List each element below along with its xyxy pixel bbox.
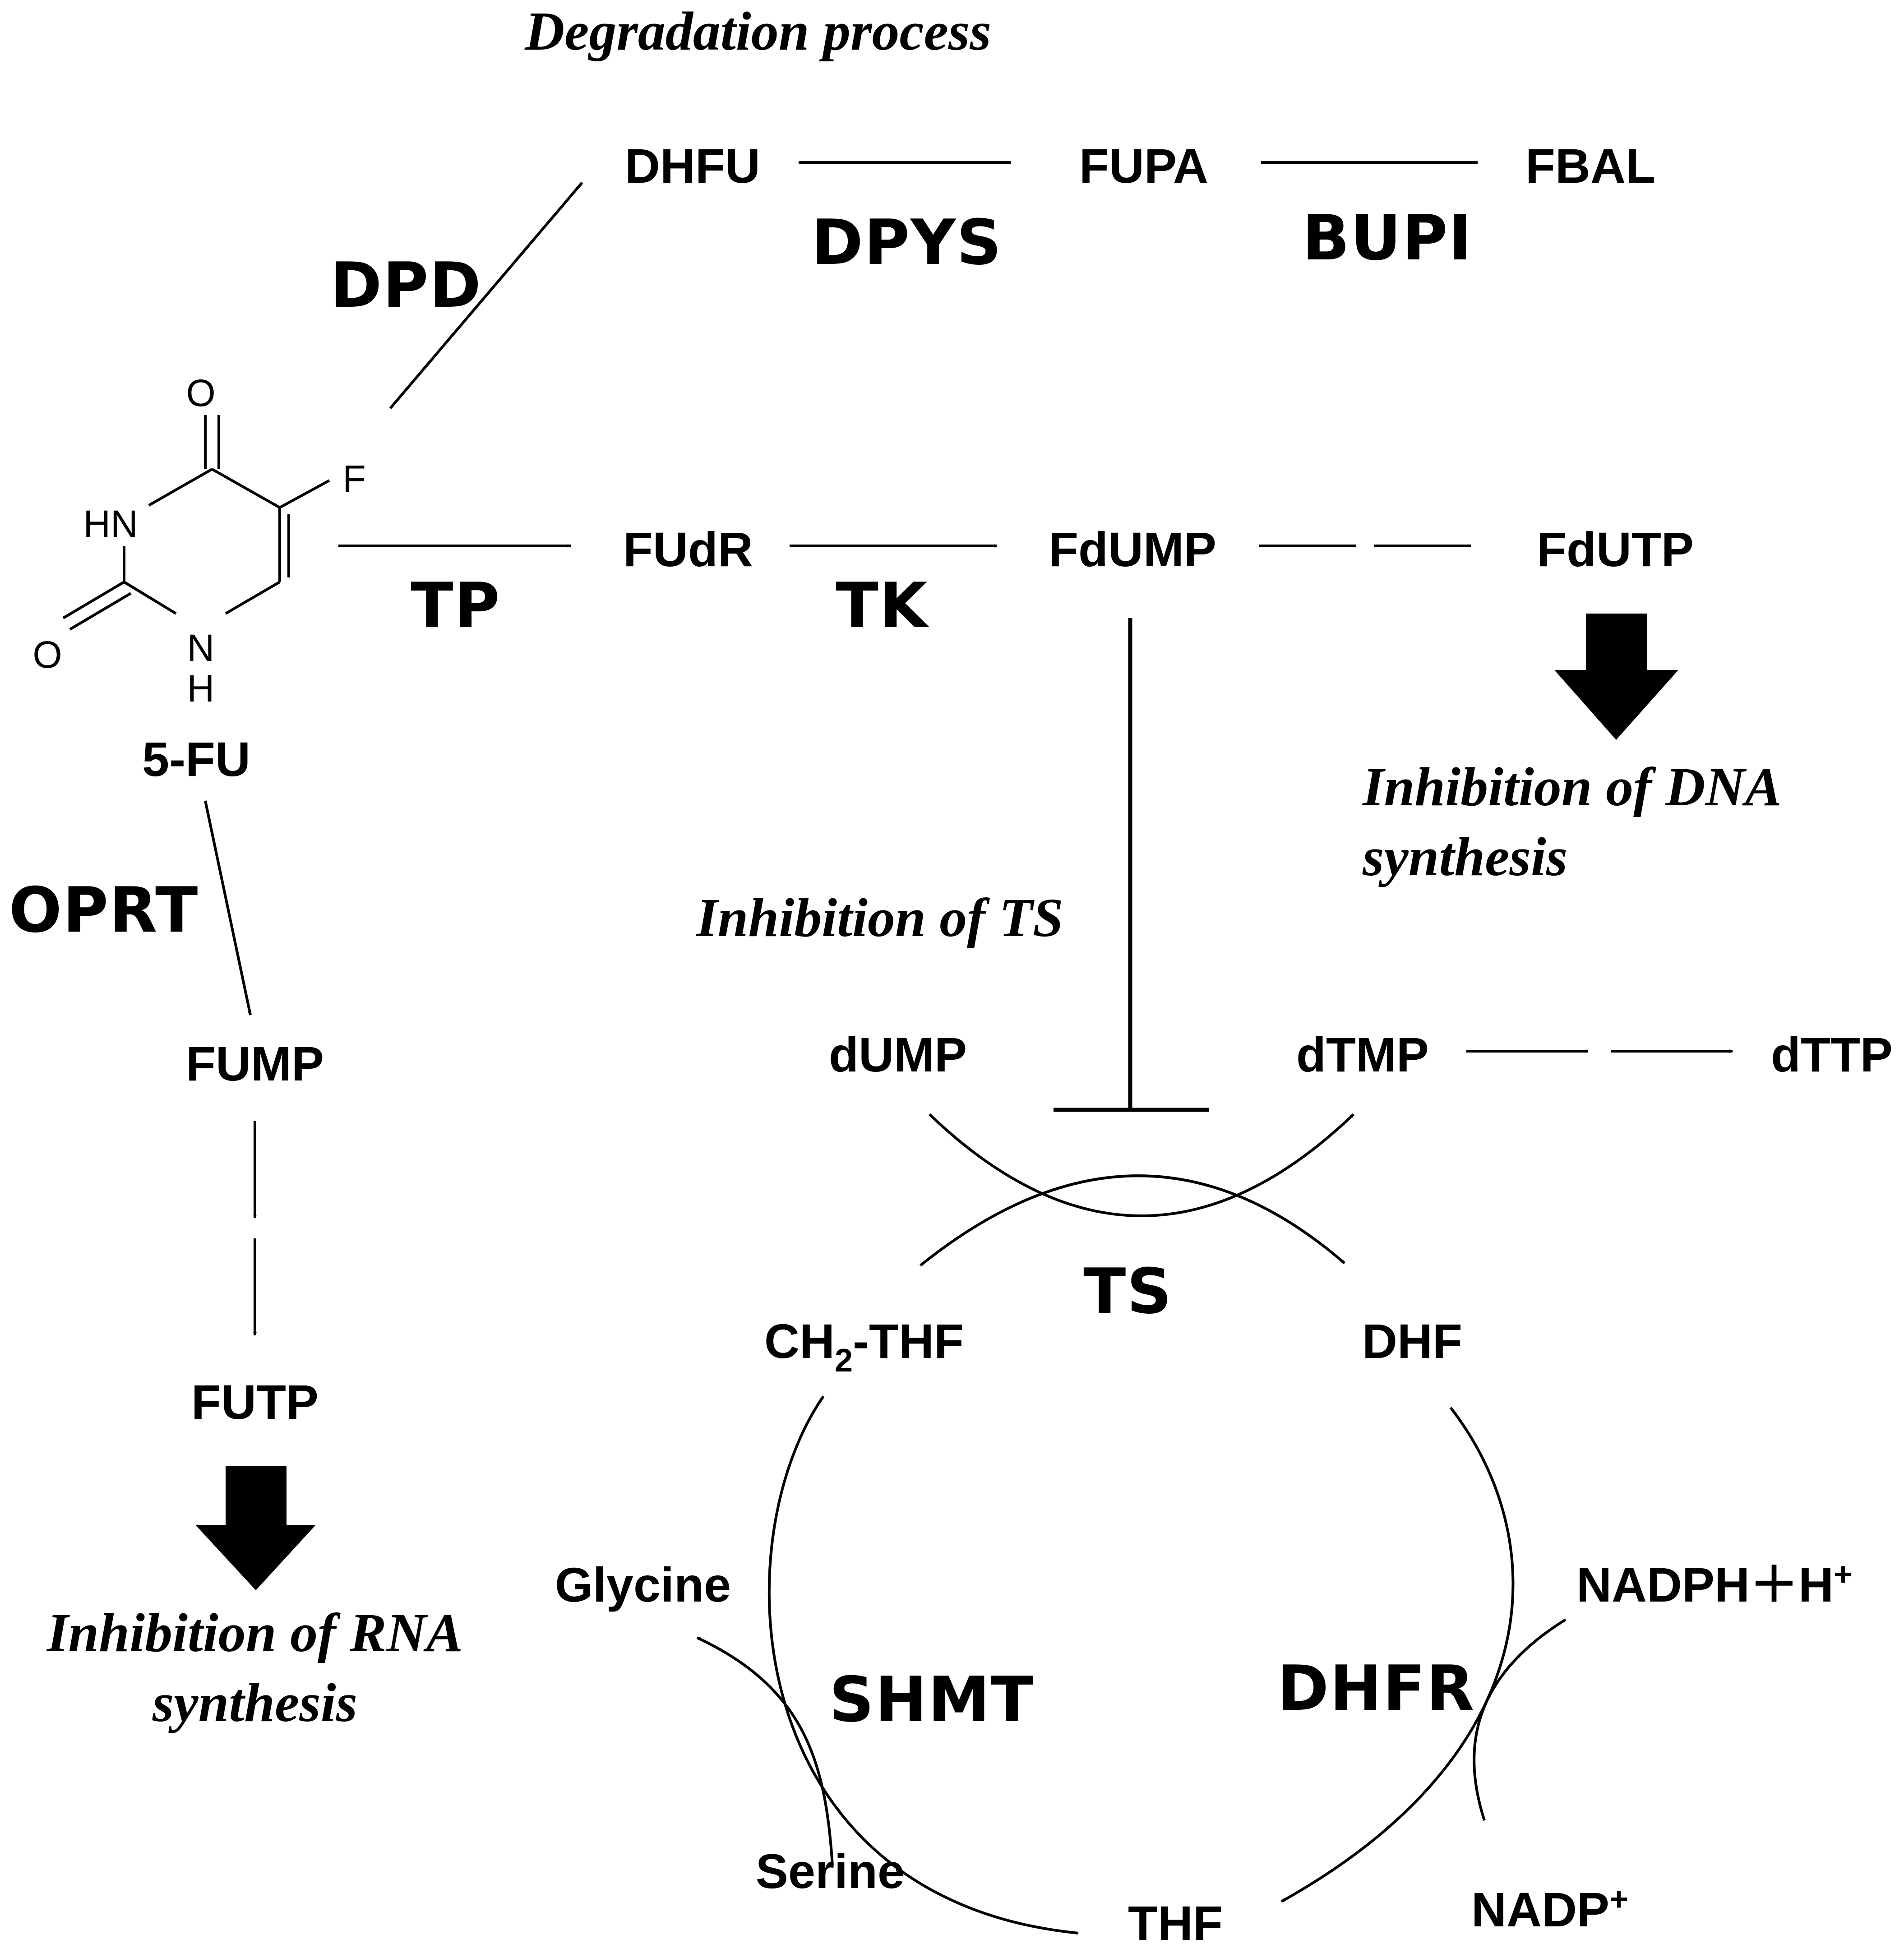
dhf-label: DHF: [1362, 1314, 1462, 1368]
dhfr-enzyme: DHFR: [1277, 1652, 1475, 1725]
bupi-enzyme: BUPI: [1302, 202, 1473, 274]
ts-enzyme: TS: [1083, 1255, 1173, 1328]
dump-label: dUMP: [829, 1027, 967, 1082]
serine-label: Serine: [756, 1844, 905, 1898]
tp-enzyme: TP: [411, 569, 500, 642]
inhibition-ts-label: Inhibition of TS: [695, 887, 1063, 948]
nadph-to-nadp-arrow: [1473, 1618, 1567, 1821]
degradation-process-label: Degradation process: [524, 1, 991, 62]
dpd-enzyme: DPD: [330, 249, 482, 322]
inhibition-rna-label-1: Inhibition of RNA: [46, 1602, 463, 1663]
atom-h: H: [187, 667, 215, 710]
inhibition-rna-label-2: synthesis: [152, 1672, 357, 1733]
5fu-to-dhfu-arrow: [389, 182, 583, 409]
fump-label: FUMP: [186, 1036, 324, 1091]
dhf-to-thf-arc: [1280, 1407, 1515, 1903]
5fu-to-fump-arrow: [204, 800, 252, 1016]
futp-label: FUTP: [191, 1375, 319, 1429]
glycine-label: Glycine: [555, 1557, 731, 1612]
shmt-enzyme: SHMT: [829, 1663, 1034, 1736]
dna-inhibition-block-arrow: [1554, 614, 1678, 740]
nadp-label: NADP+: [1471, 1881, 1628, 1937]
tk-enzyme: TK: [836, 569, 929, 642]
dhfu-label: DHFU: [625, 139, 760, 193]
thf-label: THF: [1128, 1896, 1223, 1950]
oprt-enzyme: OPRT: [9, 874, 199, 946]
fbal-label: FBAL: [1525, 139, 1655, 193]
atom-n: N: [187, 627, 215, 669]
dump-to-dtmp-arrow: [928, 1113, 1355, 1217]
fdutp-label: FdUTP: [1537, 522, 1694, 577]
fdump-label: FdUMP: [1049, 522, 1216, 577]
inhibition-dna-label-1: Inhibition of DNA: [1362, 757, 1782, 817]
atom-o-top: O: [186, 372, 215, 414]
atom-hn: HN: [83, 503, 138, 545]
rna-inhibition-block-arrow: [195, 1466, 316, 1590]
fupa-label: FUPA: [1079, 139, 1208, 193]
ch2thf-label: CH2-THF: [764, 1314, 964, 1379]
dtmp-label: dTMP: [1296, 1027, 1429, 1082]
5fu-label: 5-FU: [142, 732, 250, 786]
ch2thf-to-dhf-arrow: [920, 1174, 1345, 1267]
5fu-structure: O F HN O N H: [32, 372, 365, 710]
dpys-enzyme: DPYS: [811, 206, 1002, 279]
inhibition-dna-label-2: synthesis: [1362, 826, 1567, 887]
dttp-label: dTTP: [1771, 1027, 1893, 1082]
serine-to-glycine-arrow: [696, 1636, 834, 1866]
atom-f: F: [342, 457, 365, 500]
nadph-label: NADPH＋H+: [1576, 1556, 1853, 1612]
atom-o-left: O: [32, 633, 62, 676]
fudr-label: FUdR: [623, 522, 753, 577]
